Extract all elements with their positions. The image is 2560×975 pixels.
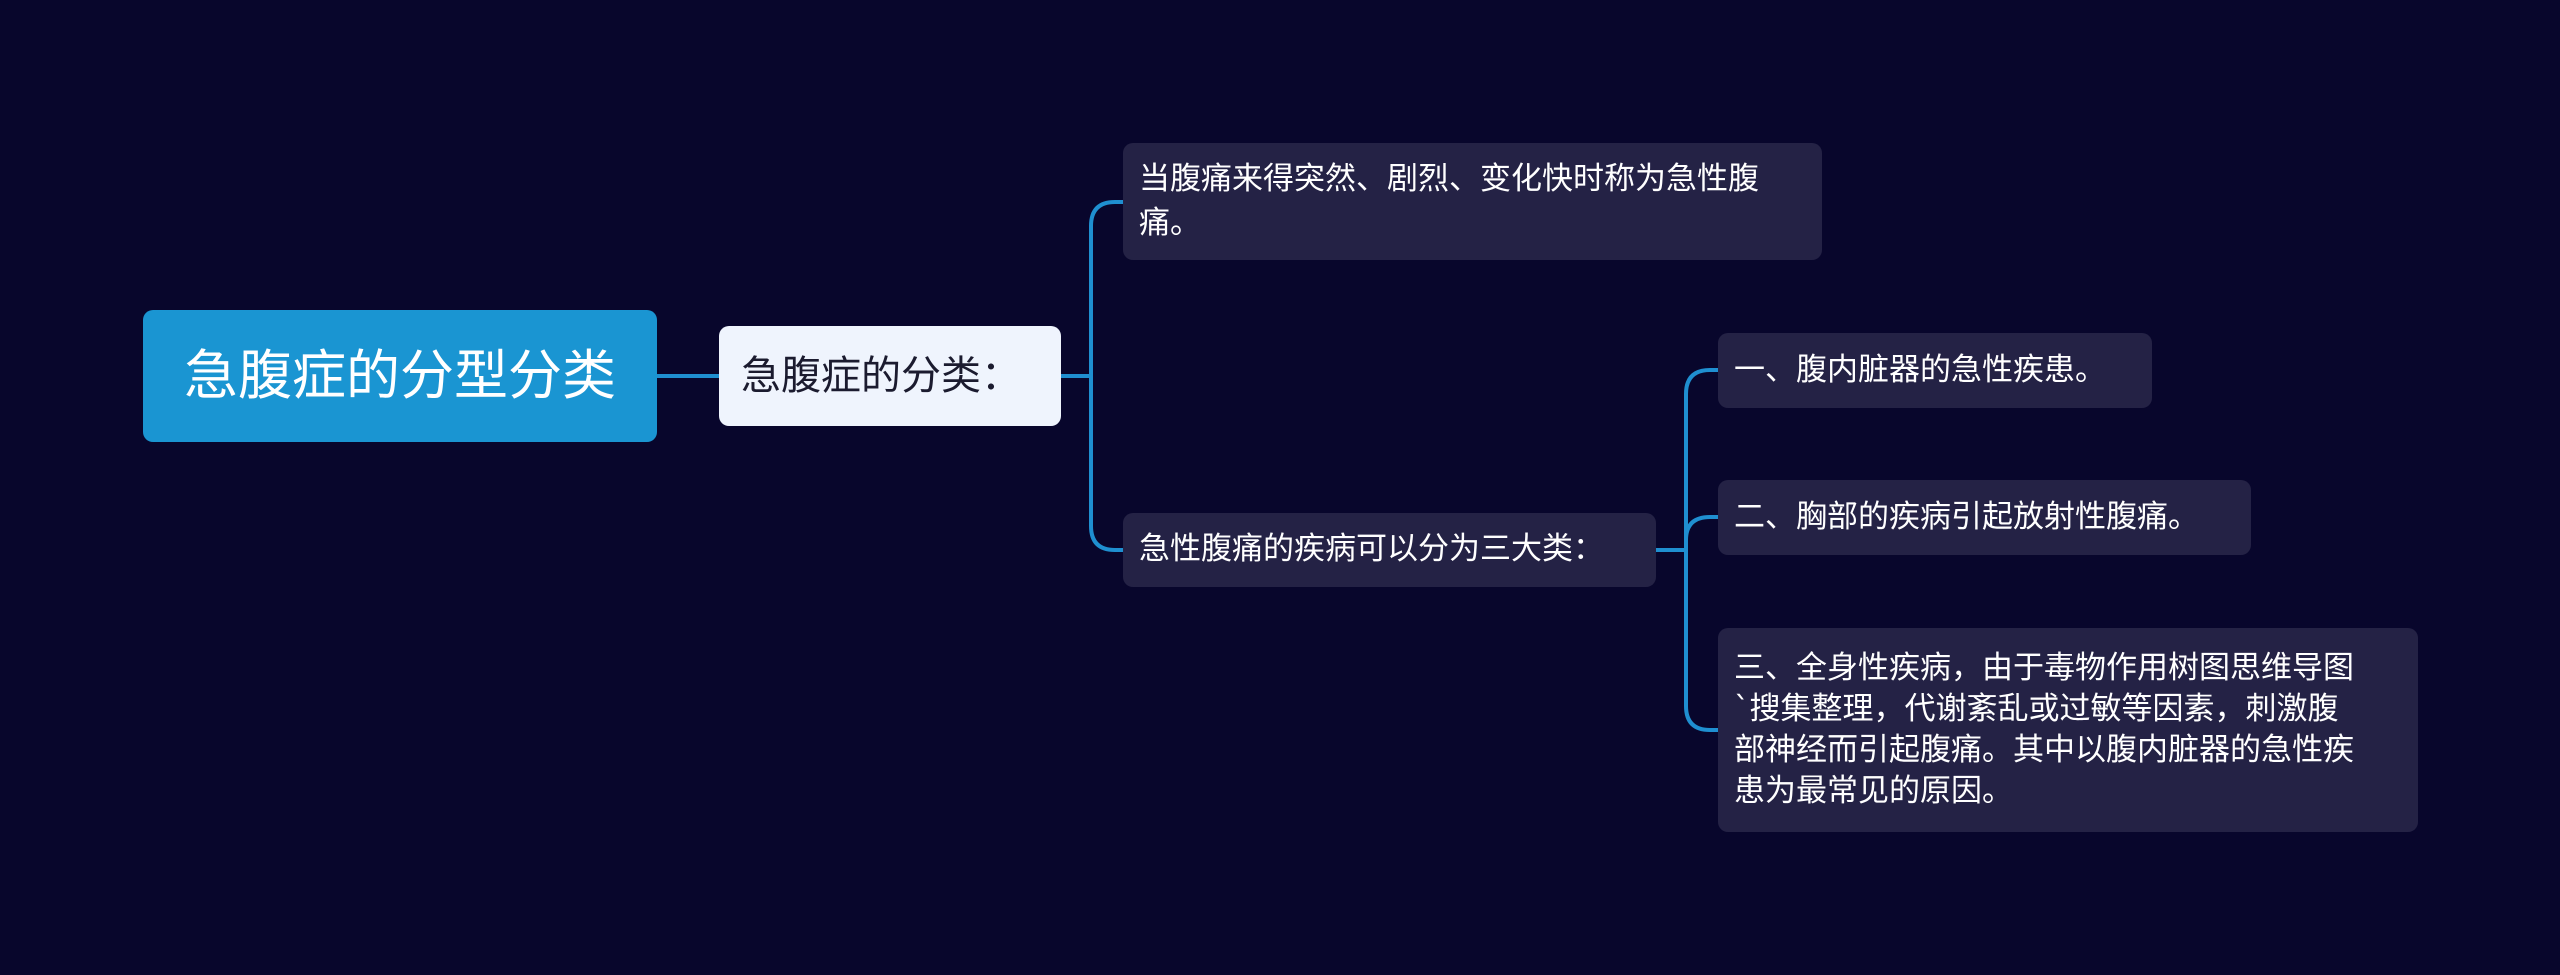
category-item-2[interactable]: 二、胸部的疾病引起放射性腹痛。 xyxy=(1718,480,2251,555)
category-item-line: 二、胸部的疾病引起放射性腹痛。 xyxy=(1734,498,2199,535)
connector-categories-item-2 xyxy=(1684,515,1720,552)
root-topic[interactable]: 急腹症的分型分类 xyxy=(143,310,657,442)
category-item-line: 一、腹内脏器的急性疾患。 xyxy=(1734,351,2106,388)
connector-categories-item-1 xyxy=(1654,368,1720,552)
category-item-line: 患为最常见的原因。 xyxy=(1734,773,2013,810)
connector-branch-definition xyxy=(1059,200,1125,378)
branch-topic-label: 急腹症的分类： xyxy=(741,353,1021,399)
category-item-line: 三、全身性疾病，由于毒物作用树图思维导图 xyxy=(1734,649,2354,686)
categories-topic-label: 急性腹痛的疾病可以分为三大类： xyxy=(1139,531,1604,568)
category-item-line: 部神经而引起腹痛。其中以腹内脏器的急性疾 xyxy=(1734,732,2354,768)
category-item-text: 三、全身性疾病，由于毒物作用树图思维导图 `搜集整理，代谢紊乱或过敏等因素，刺激… xyxy=(1734,648,2354,813)
category-item-line: `搜集整理，代谢紊乱或过敏等因素，刺激腹 xyxy=(1734,690,2339,727)
root-topic-label: 急腹症的分型分类 xyxy=(184,344,616,408)
definition-topic[interactable]: 当腹痛来得突然、剧烈、变化快时称为急性腹 痛。 xyxy=(1123,143,1822,260)
categories-topic[interactable]: 急性腹痛的疾病可以分为三大类： xyxy=(1123,513,1656,587)
connector-categories-item-3 xyxy=(1684,548,1720,732)
definition-line: 当腹痛来得突然、剧烈、变化快时称为急性腹 xyxy=(1139,161,1759,198)
branch-topic[interactable]: 急腹症的分类： xyxy=(719,326,1061,426)
definition-line: 痛。 xyxy=(1139,204,1201,241)
category-item-3[interactable]: 三、全身性疾病，由于毒物作用树图思维导图 `搜集整理，代谢紊乱或过敏等因素，刺激… xyxy=(1718,628,2418,832)
category-item-1[interactable]: 一、腹内脏器的急性疾患。 xyxy=(1718,333,2152,408)
connector-branch-categories xyxy=(1089,374,1125,552)
definition-text: 当腹痛来得突然、剧烈、变化快时称为急性腹 痛。 xyxy=(1139,158,1759,245)
